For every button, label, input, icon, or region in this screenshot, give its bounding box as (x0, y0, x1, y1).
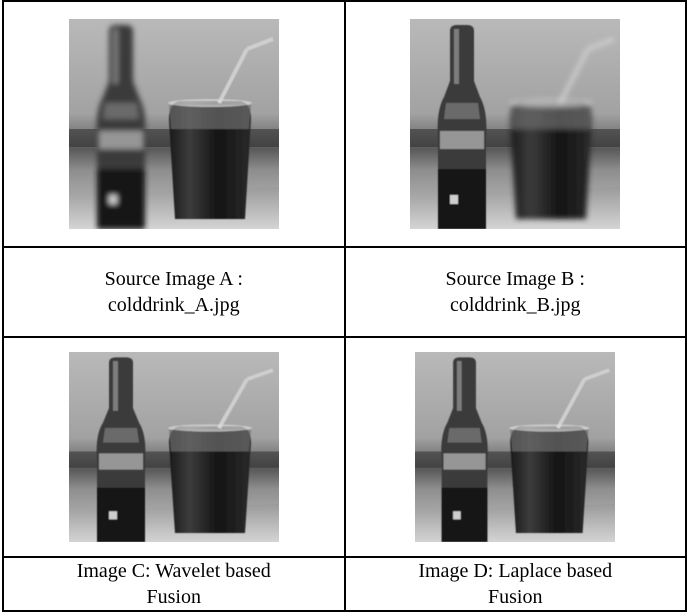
cell-image-a (2, 0, 346, 248)
caption-d-line1: Image D: Laplace based (418, 560, 613, 582)
caption-a-line1: Source Image A : (104, 268, 243, 290)
source-image-b (405, 19, 625, 229)
caption-b-line1: Source Image B : (445, 268, 585, 290)
caption-c: Image C: Wavelet based Fusion (2, 556, 346, 612)
caption-b: Source Image B : colddrink_B.jpg (343, 246, 687, 338)
fused-image-d-laplace (415, 352, 615, 542)
fused-image-c-wavelet (69, 352, 279, 542)
cell-image-c (2, 336, 346, 558)
caption-b-line2: colddrink_B.jpg (449, 294, 581, 316)
source-image-a (69, 19, 279, 229)
caption-d-line2: Fusion (488, 586, 543, 608)
caption-a-line2: colddrink_A.jpg (107, 294, 240, 316)
caption-d: Image D: Laplace based Fusion (343, 556, 687, 612)
cell-image-d (343, 336, 687, 558)
caption-c-line1: Image C: Wavelet based (76, 560, 271, 582)
caption-c-line2: Fusion (146, 586, 201, 608)
caption-a: Source Image A : colddrink_A.jpg (2, 246, 346, 338)
cell-image-b (343, 0, 687, 248)
